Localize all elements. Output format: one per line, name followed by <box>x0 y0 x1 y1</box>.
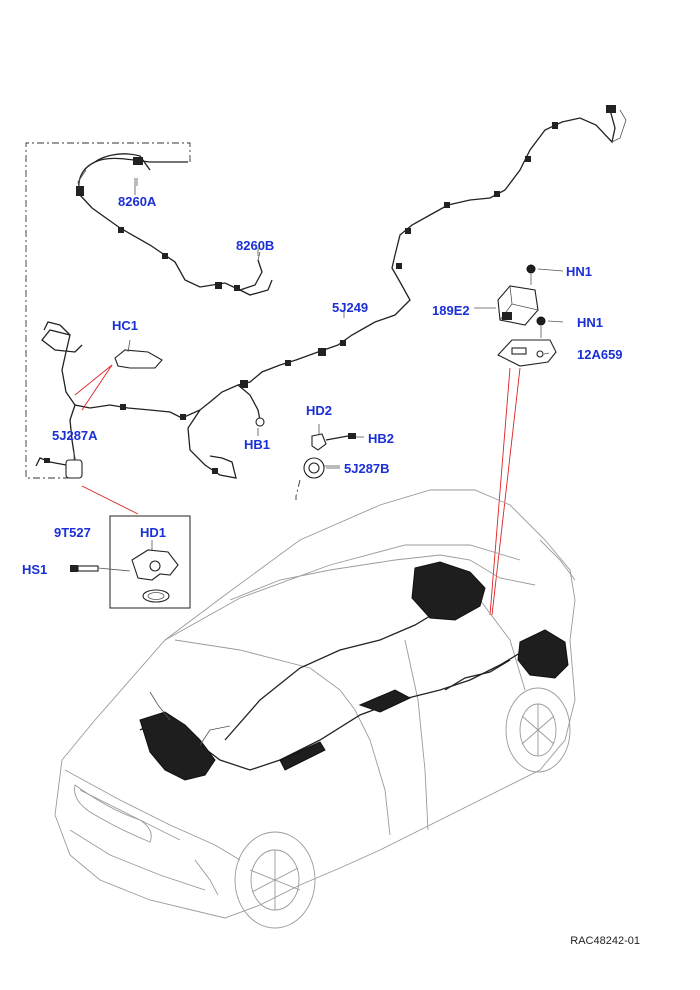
callout-9T527: 9T527 <box>54 525 91 540</box>
group-bracket <box>25 142 191 479</box>
callout-HB1: HB1 <box>244 437 271 452</box>
callout-HC1: HC1 <box>112 318 139 333</box>
callout-189E2: 189E2 <box>432 303 470 318</box>
callout-stubs <box>73 178 564 469</box>
callout-HN1-top: HN1 <box>566 264 593 279</box>
sensor-5J287A <box>35 404 83 479</box>
harness-8260 <box>76 153 273 296</box>
callout-HB2: HB2 <box>368 431 395 446</box>
reference-code: RAC48242-01 <box>570 935 640 947</box>
harness-5J249 <box>41 105 627 479</box>
bracket-HC1 <box>114 339 163 369</box>
callout-8260A: 8260A <box>118 194 157 209</box>
callout-HD1: HD1 <box>140 525 167 540</box>
callout-HD2: HD2 <box>306 403 333 418</box>
callout-HN1-bottom: HN1 <box>577 315 604 330</box>
callout-5J287B: 5J287B <box>344 461 390 476</box>
callout-12A659: 12A659 <box>577 347 623 362</box>
vehicle-outline <box>54 489 576 929</box>
callout-HS1: HS1 <box>22 562 48 577</box>
inset-9T527 <box>70 515 191 609</box>
callout-5J287A: 5J287A <box>52 428 98 443</box>
module-189E2 <box>497 264 557 367</box>
sensor-5J287B <box>295 424 356 500</box>
callout-8260B: 8260B <box>236 238 275 253</box>
callout-5J249: 5J249 <box>332 300 369 315</box>
installed-harness <box>139 561 569 781</box>
